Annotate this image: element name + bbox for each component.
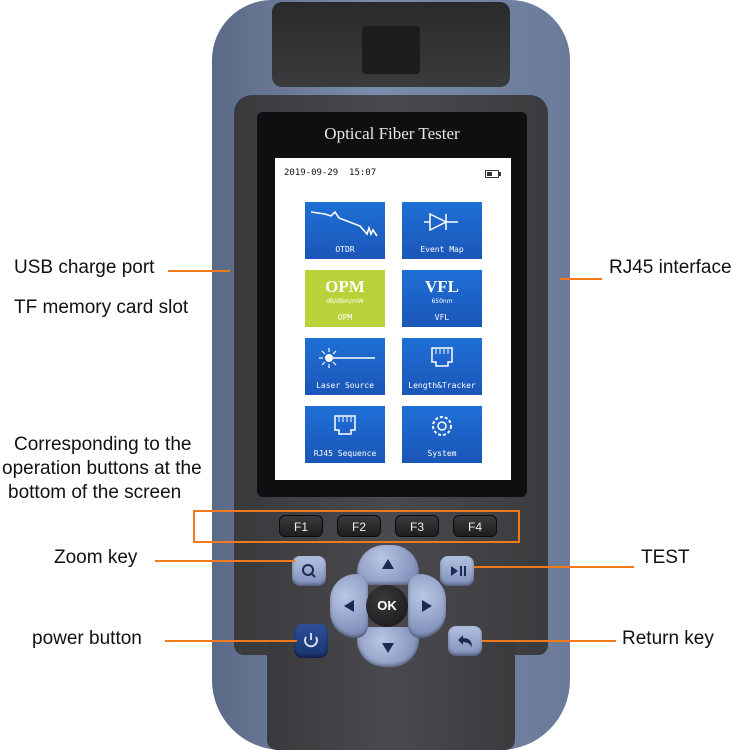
tile-label: System	[427, 449, 457, 458]
tile-label: OTDR	[335, 245, 355, 254]
opm-units: dB/dBm/mW	[326, 298, 364, 305]
return-button[interactable]	[448, 626, 482, 656]
ok-button[interactable]: OK	[366, 585, 408, 627]
search-icon	[302, 564, 316, 578]
label-zoom-key: Zoom key	[54, 547, 138, 568]
vfl-wavelength: 650nm	[431, 298, 453, 305]
return-arrow-icon	[458, 635, 472, 647]
status-bar: 2019-09-29 15:07	[284, 168, 376, 178]
tile-event-map[interactable]: Event Map	[402, 202, 482, 259]
status-time: 15:07	[349, 168, 377, 178]
screen-bezel: Optical Fiber Tester 2019-09-29 15:07 OT…	[257, 112, 527, 497]
vfl-text-icon: VFL	[425, 277, 459, 296]
zoom-button[interactable]	[292, 556, 326, 586]
f2-button[interactable]: F2	[337, 515, 381, 537]
tile-label: Laser Source	[316, 381, 374, 390]
f3-button[interactable]: F3	[395, 515, 439, 537]
rj45-icon	[334, 415, 356, 435]
label-power-button: power button	[32, 628, 142, 649]
tile-laser-source[interactable]: Laser Source	[305, 338, 385, 395]
dpad-up-button[interactable]	[357, 545, 419, 585]
laser-icon	[319, 348, 375, 368]
label-tf-card-slot: TF memory card slot	[14, 297, 189, 318]
tile-system[interactable]: System	[402, 406, 482, 463]
play-pause-icon	[451, 566, 466, 576]
pointer-line-test	[474, 566, 634, 568]
pointer-line-power	[165, 640, 297, 642]
otdr-trace-icon	[310, 210, 378, 237]
optical-fiber-tester-device: Optical Fiber Tester 2019-09-29 15:07 OT…	[212, 0, 570, 750]
opm-text-icon: OPM	[325, 277, 365, 296]
tile-label: RJ45 Sequence	[313, 449, 377, 458]
label-test: TEST	[641, 547, 690, 568]
label-corresponding-line3: bottom of the screen	[8, 482, 182, 503]
pointer-line-rj45	[560, 278, 602, 280]
device-title: Optical Fiber Tester	[324, 124, 460, 143]
f4-button[interactable]: F4	[453, 515, 497, 537]
tile-vfl[interactable]: VFL 650nm VFL	[402, 270, 482, 327]
battery-icon	[485, 170, 501, 178]
tile-label: OPM	[337, 313, 353, 322]
dpad-left-button[interactable]	[330, 574, 368, 638]
label-corresponding-line2: operation buttons at the	[2, 458, 202, 479]
f1-button[interactable]: F1	[279, 515, 323, 537]
event-map-icon	[424, 212, 458, 232]
power-icon	[304, 633, 318, 648]
arrow-up-icon	[382, 559, 394, 569]
status-date: 2019-09-29	[284, 168, 339, 178]
label-corresponding-line1: Corresponding to the	[14, 434, 192, 455]
arrow-left-icon	[344, 600, 354, 612]
tile-label: Event Map	[420, 245, 464, 254]
tile-rj45-sequence[interactable]: RJ45 Sequence	[305, 406, 385, 463]
power-button[interactable]	[294, 624, 328, 658]
top-port-cover	[362, 26, 420, 74]
tile-label: VFL	[434, 313, 450, 322]
pointer-line-zoom	[155, 560, 295, 562]
rj45-icon	[431, 347, 453, 367]
gear-icon	[432, 416, 452, 436]
fkeys-highlight-frame	[193, 510, 520, 543]
tile-opm[interactable]: OPM dB/dBm/mW OPM	[305, 270, 385, 327]
dpad-right-button[interactable]	[408, 574, 446, 638]
label-rj45-interface: RJ45 interface	[609, 257, 732, 278]
test-button[interactable]	[440, 556, 474, 586]
tile-label: Length&Tracker	[408, 381, 476, 390]
tile-otdr[interactable]: OTDR	[305, 202, 385, 259]
arrow-right-icon	[422, 600, 432, 612]
label-usb-charge-port: USB charge port	[14, 257, 155, 278]
lcd-screen: 2019-09-29 15:07 OTDR Event Map	[275, 158, 511, 480]
pointer-line-usb	[168, 270, 230, 272]
tile-length-tracker[interactable]: Length&Tracker	[402, 338, 482, 395]
label-return-key: Return key	[622, 628, 714, 649]
arrow-down-icon	[382, 643, 394, 653]
dpad-down-button[interactable]	[357, 627, 419, 667]
pointer-line-return	[482, 640, 616, 642]
